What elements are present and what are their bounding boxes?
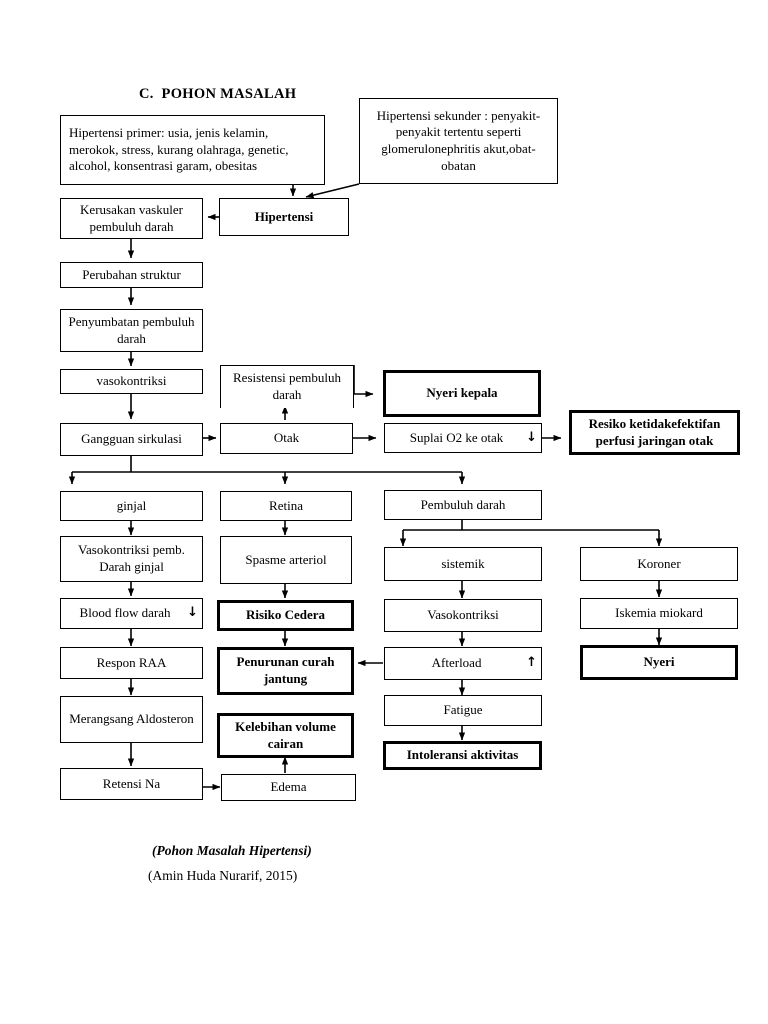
node-label: Kerusakan vaskuler pembuluh darah (80, 201, 183, 234)
node-edema: Edema (221, 774, 356, 801)
node-label: Intoleransi aktivitas (406, 747, 519, 763)
node-label: Retensi Na (102, 775, 161, 791)
node-retensi-na: Retensi Na (60, 768, 203, 800)
node-label: Suplai O2 ke otak (409, 429, 504, 445)
node-label: Koroner (637, 555, 681, 571)
node-intoleransi-aktivitas: Intoleransi aktivitas (383, 741, 542, 770)
node-label: Otak (273, 430, 300, 446)
node-risiko-cedera: Risiko Cedera (217, 600, 354, 631)
node-label: Vasokontriksi (427, 607, 499, 623)
node-label: vasokontriksi (96, 373, 167, 389)
node-suplai-o2: Suplai O2 ke otak ↓ (384, 423, 542, 453)
node-perubahan-struktur: Perubahan struktur (60, 262, 203, 288)
node-label: Retina (269, 497, 303, 513)
node-afterload: Afterload ↑ (384, 647, 542, 680)
down-arrow-icon: ↓ (187, 605, 198, 621)
node-label: Perubahan struktur (82, 266, 181, 282)
node-kerusakan-vaskuler: Kerusakan vaskuler pembuluh darah (60, 198, 203, 239)
node-nyeri: Nyeri (580, 645, 738, 680)
node-ginjal: ginjal (60, 491, 203, 521)
node-label: Risiko Cedera (245, 607, 326, 623)
node-iskemia-miokard: Iskemia miokard (580, 598, 738, 629)
node-label: Penurunan curah jantung (236, 654, 335, 686)
node-retina: Retina (220, 491, 352, 521)
node-koroner: Koroner (580, 547, 738, 581)
node-resistensi-pembuluh-darah: Resistensi pembuluh darah (220, 365, 354, 408)
node-label: Nyeri (643, 654, 675, 670)
node-label: Gangguan sirkulasi (81, 431, 182, 447)
node-spasme-arteriol: Spasme arteriol (220, 536, 352, 584)
node-label: Penyumbatan pembuluh darah (68, 313, 195, 346)
node-label: Resistensi pembuluh darah (233, 370, 341, 402)
node-hipertensi-sekunder: Hipertensi sekunder : penyakit-penyakit … (359, 98, 558, 184)
node-hipertensi: Hipertensi (219, 198, 349, 236)
node-vasokontriksi: vasokontriksi (60, 369, 203, 394)
node-label: Nyeri kepala (426, 385, 498, 401)
node-label: Vasokontriksi pemb. Darah ginjal (78, 542, 185, 574)
node-label: Edema (270, 779, 307, 795)
down-arrow-icon: ↓ (526, 429, 537, 445)
node-gangguan-sirkulasi: Gangguan sirkulasi (60, 423, 203, 456)
page-title: C. POHON MASALAH (139, 86, 297, 102)
caption-main: (Pohon Masalah Hipertensi) (152, 843, 312, 858)
node-label: Kelebihan volume cairan (235, 718, 336, 751)
node-label: Blood flow darah (79, 605, 171, 621)
node-label: Hipertensi primer: usia, jenis kelamin, … (69, 125, 289, 174)
node-label: ginjal (116, 497, 147, 513)
node-resiko-perfusi: Resiko ketidakefektifan perfusi jaringan… (569, 410, 740, 455)
node-vasokontriksi-ginjal: Vasokontriksi pemb. Darah ginjal (60, 536, 203, 582)
node-label: Pembuluh darah (420, 496, 506, 512)
node-label: Fatigue (443, 702, 483, 718)
node-label: Hipertensi (254, 208, 314, 224)
node-fatigue: Fatigue (384, 695, 542, 726)
node-penurunan-curah-jantung: Penurunan curah jantung (217, 647, 354, 695)
node-label: Iskemia miokard (615, 605, 703, 621)
node-pembuluh-darah: Pembuluh darah (384, 490, 542, 520)
node-respon-raa: Respon RAA (60, 647, 203, 679)
node-label: Hipertensi sekunder : penyakit-penyakit … (376, 107, 541, 173)
node-penyumbatan-pembuluh-darah: Penyumbatan pembuluh darah (60, 309, 203, 352)
node-label: Spasme arteriol (245, 551, 327, 567)
node-nyeri-kepala: Nyeri kepala (383, 370, 541, 417)
up-arrow-icon: ↑ (526, 655, 537, 671)
node-label: Afterload (431, 655, 482, 671)
node-kelebihan-volume-cairan: Kelebihan volume cairan (217, 713, 354, 758)
node-vasokontriksi-sistemik: Vasokontriksi (384, 599, 542, 632)
node-merangsang-aldosteron: Merangsang Aldosteron (60, 696, 203, 743)
node-hipertensi-primer: Hipertensi primer: usia, jenis kelamin, … (60, 115, 325, 185)
node-sistemik: sistemik (384, 547, 542, 581)
node-label: Merangsang Aldosteron (69, 711, 194, 727)
node-blood-flow-darah: Blood flow darah ↓ (60, 598, 203, 629)
caption-source: (Amin Huda Nurarif, 2015) (148, 868, 298, 883)
node-label: Respon RAA (96, 654, 167, 670)
node-otak: Otak (220, 423, 353, 454)
node-label: sistemik (441, 555, 485, 571)
node-label: Resiko ketidakefektifan perfusi jaringan… (588, 415, 721, 448)
